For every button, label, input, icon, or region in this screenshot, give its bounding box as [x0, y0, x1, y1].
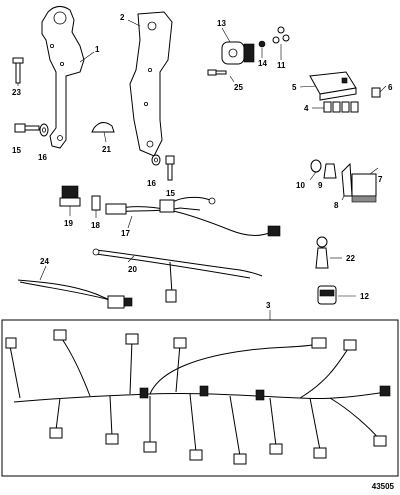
callout-5: 5 [292, 83, 297, 92]
bolt-15-right [165, 155, 175, 181]
callout-15b: 15 [166, 189, 175, 198]
callout-11: 11 [277, 61, 286, 70]
bolt-15-left [14, 123, 40, 133]
relay-13 [221, 27, 255, 65]
callout-2: 2 [120, 13, 125, 22]
callout-10: 10 [296, 181, 305, 190]
callout-19: 19 [64, 219, 73, 228]
callout-4: 4 [304, 104, 309, 113]
callout-14: 14 [258, 59, 267, 68]
callout-25: 25 [234, 83, 243, 92]
callout-8: 8 [334, 201, 339, 210]
grommet-10 [309, 159, 322, 181]
callout-16a: 16 [38, 153, 47, 162]
connector-12 [317, 285, 356, 305]
callout-12: 12 [360, 292, 369, 301]
bracket-long [127, 11, 173, 157]
washer-16-right [151, 154, 161, 166]
bolt-23 [12, 57, 24, 86]
callout-17: 17 [121, 229, 130, 238]
callout-20: 20 [128, 265, 137, 274]
connector-18 [91, 195, 101, 218]
callout-23: 23 [12, 88, 21, 97]
callout-9: 9 [318, 181, 323, 190]
callout-16b: 16 [147, 179, 156, 188]
callout-7: 7 [378, 175, 383, 184]
terminal-22 [315, 236, 342, 269]
washer-16-left [39, 123, 49, 137]
callout-1: 1 [95, 45, 100, 54]
terminals-11 [272, 26, 290, 60]
connector-19 [59, 185, 81, 216]
clip-9 [323, 163, 337, 179]
fuse-6 [371, 85, 387, 98]
callout-22: 22 [346, 254, 355, 263]
callout-labels: 1 2 3 4 5 6 7 8 9 10 11 12 13 14 15 15 1… [12, 13, 393, 310]
screw-25 [207, 69, 235, 83]
callout-21: 21 [102, 145, 111, 154]
figure-number: 43505 [371, 482, 394, 491]
callout-6: 6 [388, 83, 393, 92]
callout-24: 24 [40, 257, 49, 266]
nut-14 [258, 40, 266, 58]
harness-17 [105, 196, 281, 237]
clip-21 [91, 122, 115, 143]
fuses-4 [312, 101, 359, 113]
bracket-8 [341, 162, 353, 201]
callout-18: 18 [91, 221, 100, 230]
harness-24 [17, 265, 133, 309]
callout-15a: 15 [12, 146, 21, 155]
relay-7 [351, 167, 379, 203]
bracket-left [41, 6, 95, 149]
harness-20 [92, 248, 263, 303]
callout-13: 13 [217, 19, 226, 28]
main-harness-3 [1, 310, 399, 477]
callout-3: 3 [266, 301, 271, 310]
module-5 [299, 71, 357, 101]
